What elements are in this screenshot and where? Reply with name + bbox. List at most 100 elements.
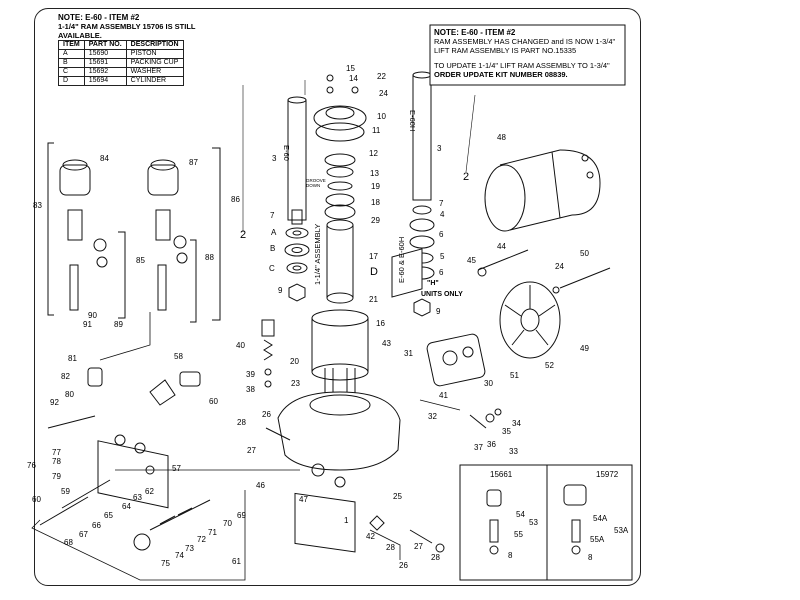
units-only-label: UNITS ONLY (421, 291, 463, 298)
callout-label: 53A (614, 526, 629, 535)
callout-label: 91 (83, 320, 92, 329)
gear-pump (391, 248, 611, 387)
callout-label: 79 (52, 472, 61, 481)
callout-label: 26 (262, 410, 271, 419)
note-left-subtitle: 1-1/4" RAM ASSEMBLY 15706 IS STILL AVAIL… (58, 22, 196, 40)
callout-label: 51 (510, 371, 519, 380)
callout-label: 25 (393, 492, 402, 501)
top-cap-stack (313, 74, 367, 304)
diagram-frame (34, 8, 641, 586)
callout-label: 69 (237, 511, 246, 520)
callout-label: A (271, 228, 277, 237)
hose-lines (31, 312, 461, 581)
callout-label: 48 (497, 133, 506, 142)
callout-label: 58 (174, 352, 183, 361)
groove-label: GROOVE DOWN (306, 178, 326, 188)
callout-label: 33 (509, 447, 518, 456)
callout-label: 27 (414, 542, 423, 551)
ram-left (284, 96, 310, 302)
callout-label: 70 (223, 519, 232, 528)
callout-label: 46 (256, 481, 265, 490)
callout-label: C (269, 264, 275, 273)
callout-label: 64 (122, 502, 131, 511)
callout-label: 2 (463, 171, 470, 183)
note-right-line1: RAM ASSEMBLY HAS CHANGED and IS NOW 1-3/… (434, 37, 616, 46)
cell: WASHER (125, 67, 184, 77)
callout-label: 6 (439, 268, 444, 277)
note-box-right (429, 24, 626, 86)
callout-label: 9 (436, 307, 441, 316)
callout-label: 9 (278, 286, 283, 295)
callout-label: 60 (209, 397, 218, 406)
ram-left-label: E-60 (282, 145, 291, 161)
callout-label: 65 (104, 511, 113, 520)
callout-label: 26 (399, 561, 408, 570)
cell: A (58, 49, 85, 59)
callout-label: 87 (189, 158, 198, 167)
callout-label: 13 (370, 169, 379, 178)
callout-label: 57 (172, 464, 181, 473)
callout-label: 39 (246, 370, 255, 379)
callout-label: 7 (439, 199, 444, 208)
units-vertical-label: E-60 & E-60H (397, 236, 406, 283)
callout-label: 42 (366, 532, 375, 541)
box2-part-label: 15972 (596, 470, 619, 479)
callout-label: 53 (529, 518, 538, 527)
callout-label: 37 (474, 443, 483, 452)
box1-part-label: 15661 (490, 470, 513, 479)
callout-label: 24 (555, 262, 564, 271)
col-item: ITEM (58, 40, 85, 50)
callout-label: 45 (467, 256, 476, 265)
note-right-title: NOTE: E-60 - ITEM #2 (434, 28, 516, 37)
valve-assemblies (47, 142, 221, 323)
callout-label: 38 (246, 385, 255, 394)
callout-label: 4 (440, 210, 445, 219)
callout-label: 68 (64, 538, 73, 547)
cell: 15694 (83, 76, 127, 86)
note-left: NOTE: E-60 - ITEM #2 1-1/4" RAM ASSEMBLY… (58, 13, 238, 86)
col-part-no: PART NO. (83, 40, 127, 50)
callout-label: 59 (61, 487, 70, 496)
pump-body (277, 391, 401, 553)
callout-label: 24 (379, 89, 388, 98)
note-left-title: NOTE: E-60 - ITEM #2 (58, 13, 140, 22)
cell: 15692 (83, 67, 127, 77)
callout-label: 89 (114, 320, 123, 329)
callout-label: 23 (291, 379, 300, 388)
callout-label: 22 (377, 72, 386, 81)
callout-label: 81 (68, 354, 77, 363)
callout-label: 63 (133, 493, 142, 502)
manifold-block (39, 367, 211, 551)
callout-label: 88 (205, 253, 214, 262)
callout-label: 28 (237, 418, 246, 427)
callout-label: 18 (371, 198, 380, 207)
callout-label: 41 (439, 391, 448, 400)
callout-label: 55A (590, 535, 605, 544)
callout-label: 34 (512, 419, 521, 428)
callout-label: 15 (346, 64, 355, 73)
callout-label: 85 (136, 256, 145, 265)
note-right-line4: ORDER UPDATE KIT NUMBER 08839. (434, 70, 568, 79)
ram-assembly-label: 1-1/4" ASSEMBLY (313, 223, 322, 285)
callout-label: 11 (372, 126, 381, 135)
units-h-label: "H" (427, 280, 439, 287)
callout-label: 7 (270, 211, 275, 220)
callout-label: 80 (65, 390, 74, 399)
callout-label: 1 (344, 516, 349, 525)
callout-label: 76 (27, 461, 36, 470)
callout-label: 3 (272, 154, 277, 163)
callout-label: B (270, 244, 276, 253)
cell: D (58, 76, 85, 86)
note-right: NOTE: E-60 - ITEM #2 RAM ASSEMBLY HAS CH… (434, 28, 624, 79)
callout-label: 5 (440, 252, 445, 261)
cell: PACKING CUP (125, 58, 184, 68)
callout-label: 30 (484, 379, 493, 388)
ram-right-label: E-60H (408, 110, 417, 132)
callout-label: 2 (240, 229, 247, 241)
callout-label: 14 (349, 74, 358, 83)
